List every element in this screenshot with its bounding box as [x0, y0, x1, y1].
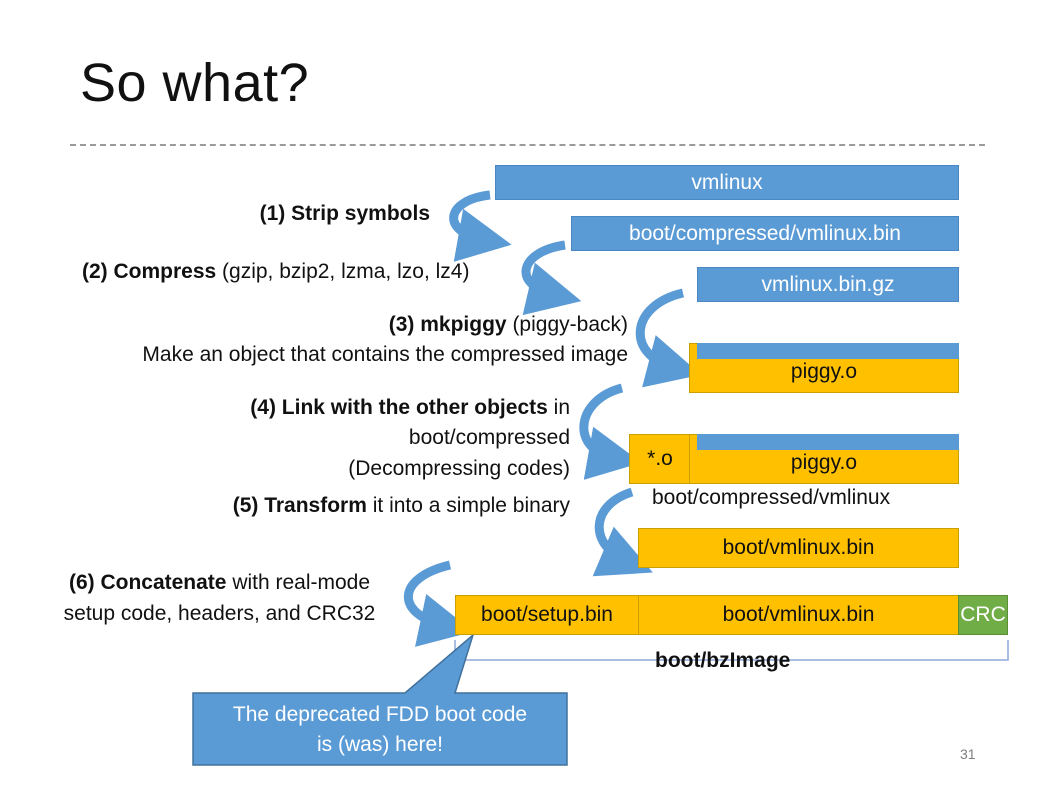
- step-4-label-line1: (4) Link with the other objects in: [250, 394, 570, 422]
- vmlinux-block: vmlinux: [495, 165, 959, 200]
- piggy-o-label-1: piggy.o: [790, 360, 858, 383]
- step-6-label-line2: setup code, headers, and CRC32: [63, 602, 376, 625]
- vmlinux-bin-block: boot/compressed/vmlinux.bin: [571, 216, 959, 251]
- step-4-label-line3: (Decompressing codes): [348, 457, 570, 480]
- page-number: 31: [960, 746, 976, 762]
- bzimage-label: boot/bzImage: [655, 649, 791, 672]
- crc-block: CRC: [958, 595, 1008, 635]
- step-2-label: (2) Compress (gzip, bzip2, lzma, lzo, lz…: [82, 258, 469, 286]
- compressed-vmlinux-label: boot/compressed/vmlinux: [652, 486, 891, 509]
- step-3-rest: (piggy-back): [506, 313, 628, 336]
- callout-bubble: [192, 632, 568, 766]
- callout-text: The deprecated FDD boot code is (was) he…: [195, 700, 565, 760]
- arrow-3-icon: [635, 288, 702, 388]
- star-o-block: *.o: [629, 434, 691, 484]
- step-4-label-line2: boot/compressed: [408, 426, 570, 449]
- arrow-1-icon: [449, 190, 512, 262]
- step-1-label: (1) Strip symbols: [260, 200, 430, 228]
- vmlinux-bin-gz-block: vmlinux.bin.gz: [697, 267, 959, 302]
- step-5-rest: it into a simple binary: [366, 494, 570, 517]
- step-6-label-line1: (6) Concatenate with real-mode: [42, 569, 397, 597]
- callout-line-1: The deprecated FDD boot code: [232, 703, 528, 726]
- step-5-label: (5) Transform it into a simple binary: [233, 492, 570, 520]
- step-6-bold: (6) Concatenate: [68, 571, 227, 594]
- step-2-bold: (2) Compress: [82, 260, 217, 283]
- step-2-rest: (gzip, bzip2, lzma, lzo, lz4): [216, 260, 470, 283]
- title-divider: [70, 144, 985, 146]
- step-1-bold: (1) Strip symbols: [259, 202, 430, 225]
- arrow-6-icon: [404, 560, 474, 647]
- slide-title: So what?: [80, 53, 310, 113]
- piggy-o-label-2: piggy.o: [790, 451, 858, 474]
- step-5-bold: (5) Transform: [232, 494, 367, 517]
- step-4-rest: in: [547, 396, 570, 419]
- arrow-4-icon: [579, 383, 642, 480]
- step-6-rest: with real-mode: [226, 571, 371, 594]
- boot-vmlinux-bin-block: boot/vmlinux.bin: [638, 528, 959, 568]
- piggy-o-inner-2: [697, 434, 959, 450]
- boot-vmlinux-bin-block-2: boot/vmlinux.bin: [638, 595, 959, 635]
- setup-bin-block: boot/setup.bin: [455, 595, 639, 635]
- step-3-label-line1: (3) mkpiggy (piggy-back): [389, 311, 628, 339]
- arrow-2-icon: [521, 240, 582, 316]
- arrow-5-icon: [592, 487, 653, 577]
- callout-line-2: is (was) here!: [316, 733, 444, 756]
- piggy-o-inner-1: [697, 343, 959, 359]
- step-4-bold: (4) Link with the other objects: [250, 396, 548, 419]
- step-3-bold: (3) mkpiggy: [388, 313, 507, 336]
- step-3-label-line2: Make an object that contains the compres…: [142, 343, 628, 366]
